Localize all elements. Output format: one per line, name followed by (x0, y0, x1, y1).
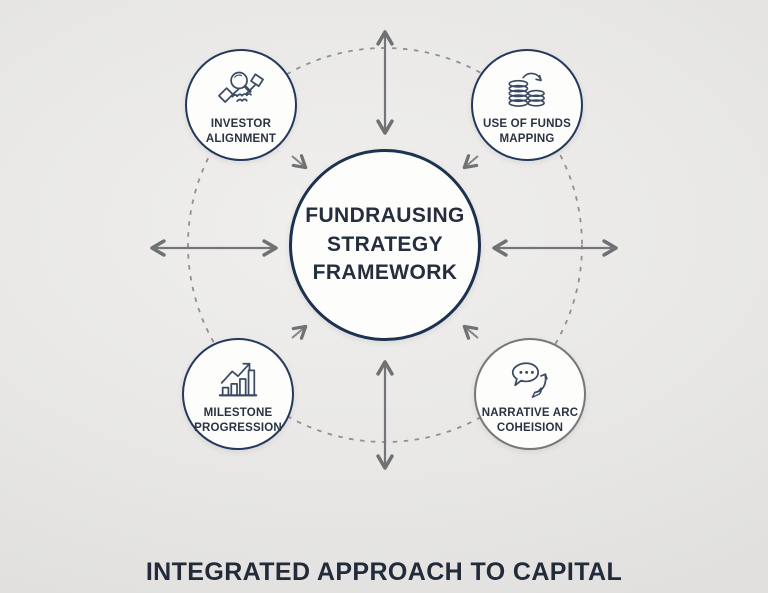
arrow-inward-bottom-right (462, 324, 479, 340)
bar-chart-growth-icon (218, 362, 258, 396)
arrow-inward-bottom-left (291, 324, 308, 340)
node-use-of-funds-mapping: USE OF FUNDS MAPPING (471, 49, 583, 161)
node-label: INVESTOR ALIGNMENT (205, 117, 277, 145)
node-narrative-arc-coheision: NARRATIVE ARC COHEISION (474, 338, 586, 450)
node-label: USE OF FUNDS MAPPING (482, 117, 571, 145)
handshake-magnifier-icon (218, 71, 264, 103)
footer-title: INTEGRATED APPROACH TO CAPITAL (145, 558, 623, 586)
node-label: MILESTONE PROGRESSION (194, 406, 282, 434)
center-node-label: FUNDRAUSING STRATEGY FRAMEWORK (305, 204, 465, 285)
node-milestone-progression: MILESTONE PROGRESSION (182, 338, 294, 450)
center-node-fundraising-strategy-framework: FUNDRAUSING STRATEGY FRAMEWORK (289, 149, 481, 341)
arrow-inward-top-left (291, 154, 308, 170)
speech-bubbles-arrow-icon (511, 361, 548, 398)
coin-stacks-arrow-icon (508, 72, 545, 107)
arrow-inward-top-right (462, 154, 479, 170)
node-investor-alignment: INVESTOR ALIGNMENT (185, 49, 297, 161)
node-label: NARRATIVE ARC COHEISION (481, 406, 579, 434)
